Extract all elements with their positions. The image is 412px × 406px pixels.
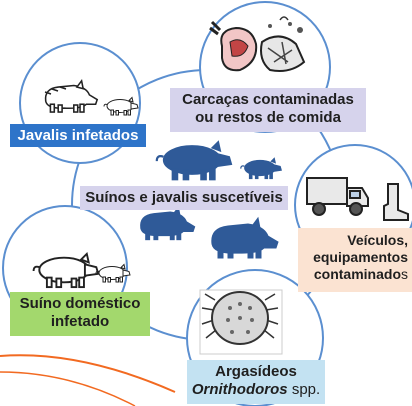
wild-boar-and-piglet-icon xyxy=(44,80,139,116)
label-carcasses: Carcaças contaminadas ou restos de comid… xyxy=(170,88,366,132)
label-domestic-pig: Suíno doméstico infetado xyxy=(10,292,150,336)
label-vehicles: Veículos, equipamentos contaminados xyxy=(298,228,412,292)
label-ticks: Argasídeos Ornithodoros spp. xyxy=(187,360,325,404)
label-susceptible: Suínos e javalis suscetíveis xyxy=(80,186,288,210)
orange-curve-lower xyxy=(0,371,136,406)
label-wild-boars: Javalis infetados xyxy=(10,124,146,147)
orange-curve-upper xyxy=(0,354,176,393)
contaminated-meat-and-food-waste-icon xyxy=(209,16,306,72)
truck-and-boot-icon xyxy=(306,177,409,221)
argasid-tick-icon xyxy=(199,289,283,355)
